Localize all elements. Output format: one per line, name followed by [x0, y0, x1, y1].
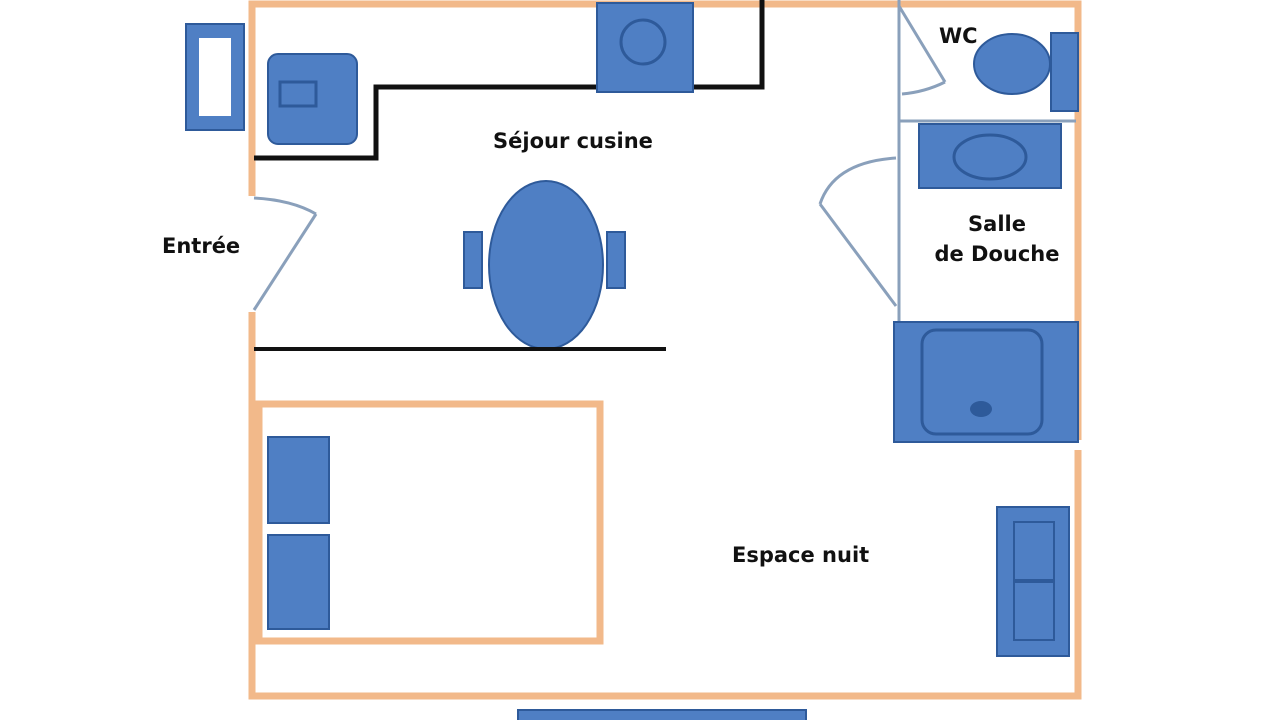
kitchen-sink-icon	[267, 53, 358, 145]
label-salle-line2: de Douche	[934, 242, 1060, 267]
label-espace-nuit: Espace nuit	[732, 543, 870, 567]
dining-table-icon	[488, 180, 604, 350]
sofa-icon	[996, 506, 1070, 657]
label-wc: WC	[939, 24, 978, 48]
shower-tray-icon	[893, 321, 1079, 443]
toilet-icon	[973, 32, 1079, 112]
label-sejour-cuisine: Séjour cusine	[493, 129, 653, 153]
bed-icon	[255, 400, 604, 645]
label-entree: Entrée	[162, 234, 241, 258]
chair-icon	[463, 231, 483, 289]
kitchen-counter-wall	[254, 0, 765, 161]
pillow-icon	[267, 436, 330, 524]
entry-door-opening	[246, 196, 258, 312]
door-swing-icon	[818, 156, 898, 307]
chair-icon	[606, 231, 626, 289]
stove-icon	[596, 2, 694, 93]
washbasin-icon	[918, 123, 1062, 189]
door-swing-icon	[897, 5, 947, 96]
label-salle-line1: Salle	[968, 212, 1026, 236]
door-swing-icon	[252, 196, 318, 311]
pillow-icon	[267, 534, 330, 630]
label-salle-de-douche: Salle de Douche	[934, 212, 1060, 266]
right-wall-gap	[1070, 440, 1084, 450]
bottom-window-icon	[517, 709, 807, 720]
window-icon	[185, 23, 245, 131]
